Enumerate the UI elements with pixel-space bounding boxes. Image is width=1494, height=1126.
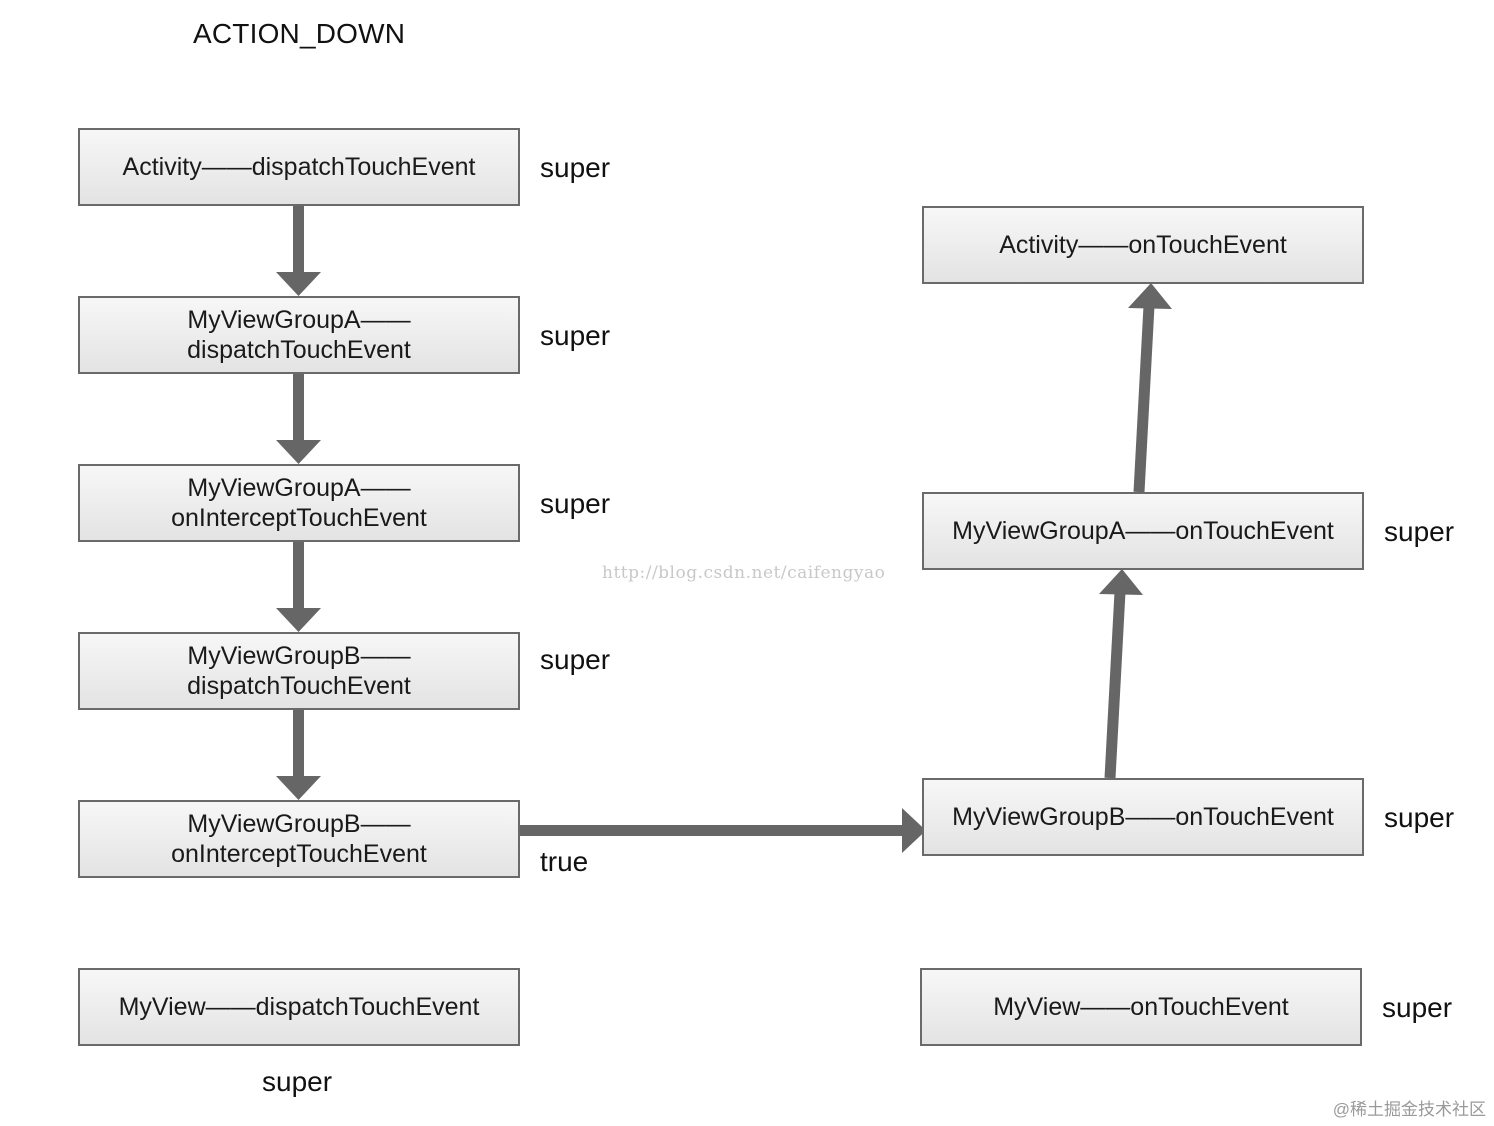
arrow-up-2-shaft [1133, 305, 1155, 493]
label-groupb-dispatch: super [540, 644, 611, 675]
watermark-url: http://blog.csdn.net/caifengyao [602, 563, 886, 583]
arrow-down-4 [276, 710, 321, 800]
label-groupa-intercept: super [540, 488, 611, 519]
box-myview-dispatch: MyView——dispatchTouchEvent [78, 968, 520, 1046]
arrow-down-2 [276, 374, 321, 464]
arrow-down-1 [276, 206, 321, 296]
box-groupa-ontouch: MyViewGroupA——onTouchEvent [922, 492, 1364, 570]
box-activity-dispatch: Activity——dispatchTouchEvent [78, 128, 520, 206]
label-myview-dispatch: super [262, 1066, 333, 1097]
box-groupb-dispatch: MyViewGroupB—— dispatchTouchEvent [78, 632, 520, 710]
label-groupb-ontouch: super [1384, 802, 1455, 833]
arrow-up-1-head [1099, 569, 1143, 595]
footer-watermark: @稀土掘金技术社区 [1332, 1100, 1486, 1119]
box-activity-ontouch: Activity——onTouchEvent [922, 206, 1364, 284]
label-myview-ontouch: super [1382, 992, 1453, 1023]
box-groupa-dispatch: MyViewGroupA—— dispatchTouchEvent [78, 296, 520, 374]
label-groupa-dispatch: super [540, 320, 611, 351]
box-groupa-intercept: MyViewGroupA—— onInterceptTouchEvent [78, 464, 520, 542]
label-activity-dispatch: super [540, 152, 611, 183]
diagram-title: ACTION_DOWN [193, 18, 406, 49]
arrow-up-1-shaft [1104, 591, 1126, 779]
box-groupb-ontouch: MyViewGroupB——onTouchEvent [922, 778, 1364, 856]
box-myview-ontouch: MyView——onTouchEvent [920, 968, 1362, 1046]
box-groupb-intercept: MyViewGroupB—— onInterceptTouchEvent [78, 800, 520, 878]
arrow-right-true [520, 808, 926, 853]
arrow-down-3 [276, 542, 321, 632]
label-groupa-ontouch: super [1384, 516, 1455, 547]
label-groupb-intercept: true [540, 846, 589, 877]
arrow-up-2-head [1128, 283, 1172, 309]
